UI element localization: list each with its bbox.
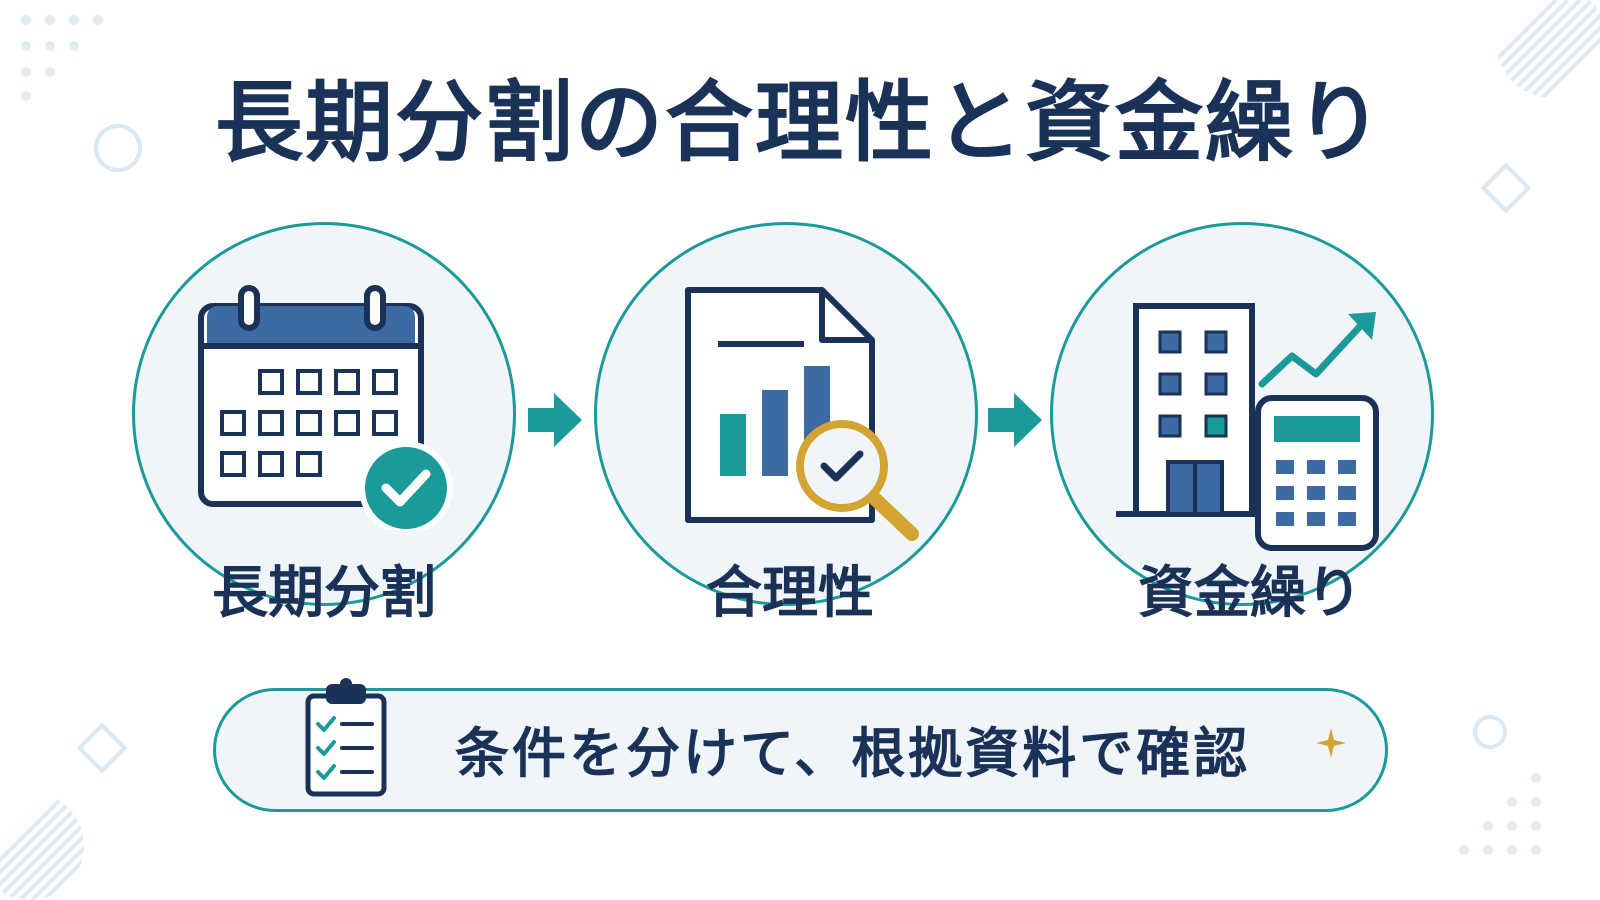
striped-circle-bottom-left bbox=[0, 798, 84, 900]
summary-note bbox=[213, 688, 1388, 812]
summary-note-text: 条件を分けて、根拠資料で確認 bbox=[455, 722, 1251, 785]
dot-grid-top-left bbox=[21, 15, 103, 101]
document-chart-magnifier-icon bbox=[685, 287, 919, 541]
page-title: 長期分割の合理性と資金繰り bbox=[214, 71, 1385, 174]
dot-grid-bottom-right bbox=[1459, 773, 1541, 855]
arrow-right-icon bbox=[528, 393, 582, 447]
arrow-right-icon bbox=[988, 393, 1042, 447]
step-label-1: 長期分割 bbox=[212, 561, 436, 626]
diamond-deco-right bbox=[1480, 162, 1532, 214]
clipboard-checklist-icon bbox=[305, 678, 387, 797]
step-label-2: 合理性 bbox=[706, 561, 874, 626]
building-calculator-growth-icon bbox=[1116, 303, 1379, 551]
striped-circle-top-right bbox=[1496, 0, 1600, 98]
calendar-check-icon bbox=[198, 285, 453, 530]
ring-deco bbox=[94, 124, 142, 172]
diamond-deco-left bbox=[76, 722, 128, 774]
step-label-3: 資金繰り bbox=[1138, 561, 1362, 626]
sparkle-icon bbox=[1316, 728, 1346, 758]
ring-deco-right bbox=[1473, 715, 1507, 749]
